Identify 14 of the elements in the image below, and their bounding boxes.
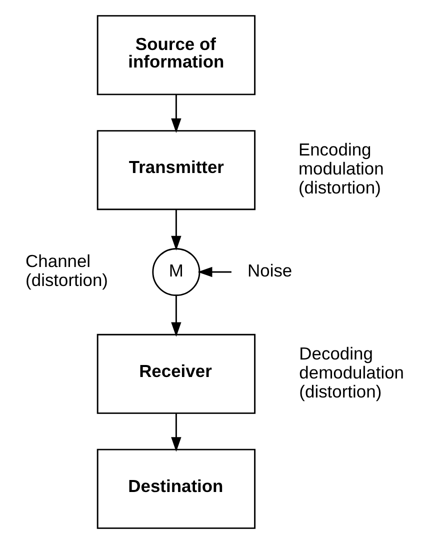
node-box: Transmitter xyxy=(96,130,256,210)
node-box: Destination xyxy=(96,448,256,529)
arrow xyxy=(171,295,182,337)
node-text: Noise xyxy=(248,260,292,281)
arrow xyxy=(171,94,182,133)
node-box: Source of information xyxy=(96,15,256,96)
node-label: Encoding modulation (distortion) xyxy=(298,140,384,198)
arrow xyxy=(171,210,182,250)
node-box: Receiver xyxy=(96,334,256,414)
node-circle: M xyxy=(152,248,200,296)
arrow xyxy=(198,266,232,278)
arrow xyxy=(171,413,182,452)
node-label: Channel (distortion) xyxy=(26,251,108,290)
node-label: Decoding demodulation (distortion) xyxy=(299,343,404,402)
